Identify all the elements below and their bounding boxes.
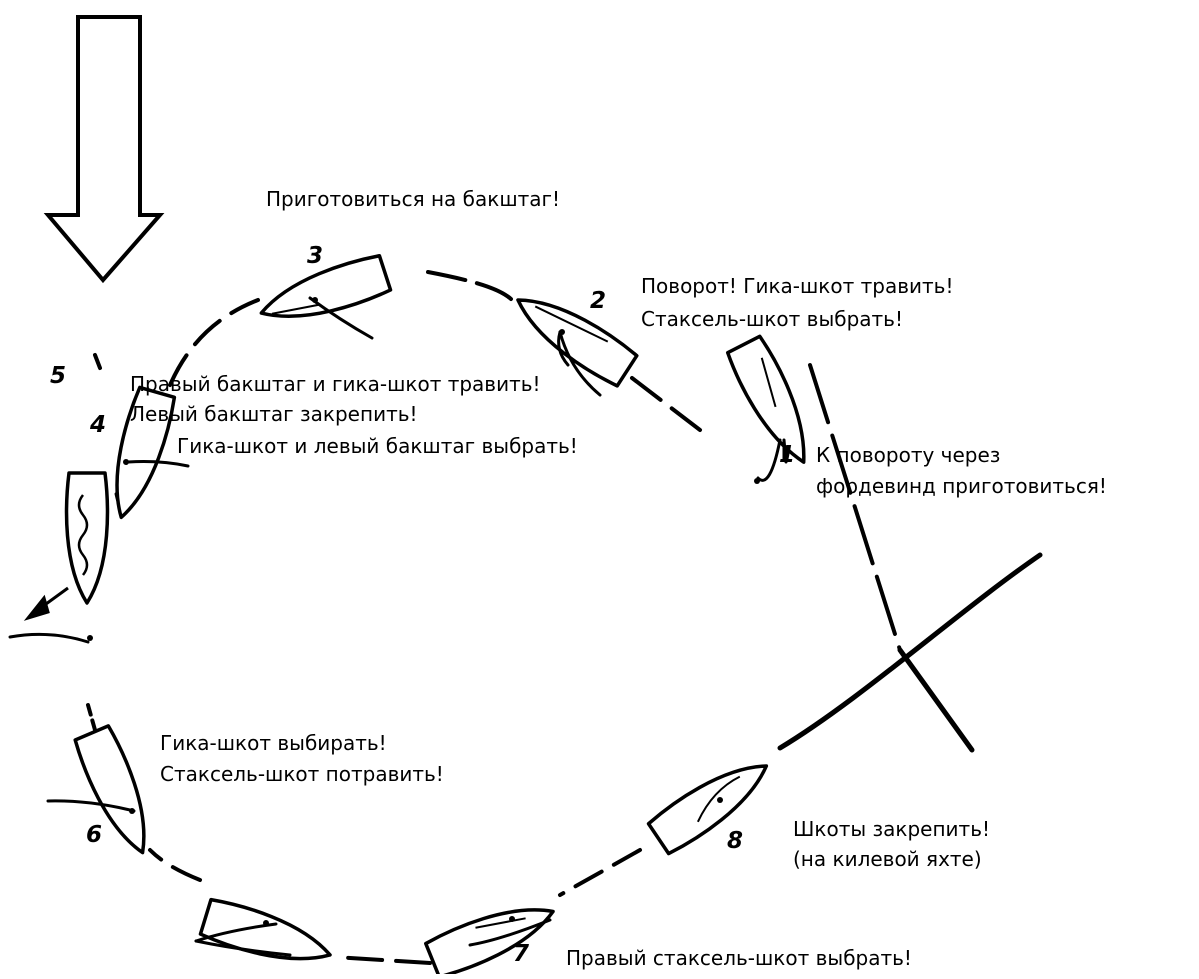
boat-number-3: 3 (307, 243, 323, 269)
boat-number-6: 6 (86, 822, 102, 848)
boat-number-5: 5 (50, 363, 66, 389)
boat-6-drawing (73, 724, 146, 855)
command-8-line-1: Шкоты закрепить! (793, 817, 990, 841)
command-5-line-2: Левый бакштаг закрепить! (130, 402, 418, 426)
boat-number-7: 7 (513, 941, 529, 967)
turn-arrow-icon (23, 586, 69, 621)
command-1-line-1: К повороту через (816, 443, 1000, 467)
course-path (86, 270, 1043, 965)
command-2-line-2: Стаксель-шкот выбрать! (641, 307, 903, 331)
command-3-line-1: Приготовиться на бакштаг! (266, 187, 560, 211)
command-2-line-1: Поворот! Гика-шкот травить! (641, 274, 953, 298)
boat-number-8: 8 (727, 828, 743, 854)
boat-number-4: 4 (89, 412, 106, 438)
command-5-line-1: Правый бакштаг и гика-шкот травить! (130, 372, 541, 396)
wind-arrow-icon (43, 15, 165, 284)
rigging-lines (8, 296, 788, 957)
boat-7a-drawing (198, 897, 332, 961)
command-7-line-1: Правый стаксель-шкот выбрать! (566, 946, 912, 970)
boat-number-1: 1 (779, 442, 795, 468)
boat-5-drawing (64, 471, 110, 605)
boat-2-drawing (516, 298, 639, 388)
boat-1-drawing (725, 334, 806, 464)
boat-4-drawing (115, 385, 177, 520)
boat-number-2: 2 (590, 288, 606, 314)
command-4-line-1: Гика-шкот и левый бакштаг выбрать! (177, 434, 578, 458)
command-6-line-1: Гика-шкот выбирать! (160, 731, 387, 755)
command-1-line-2: фордевинд приготовиться! (816, 474, 1107, 498)
command-8-line-2: (на килевой яхте) (793, 847, 982, 871)
mast-markers (87, 297, 760, 926)
boat-3-drawing (259, 253, 393, 318)
command-6-line-2: Стаксель-шкот потравить! (160, 762, 444, 786)
boat-7-drawing (424, 908, 555, 979)
boat-8-drawing (646, 764, 769, 856)
